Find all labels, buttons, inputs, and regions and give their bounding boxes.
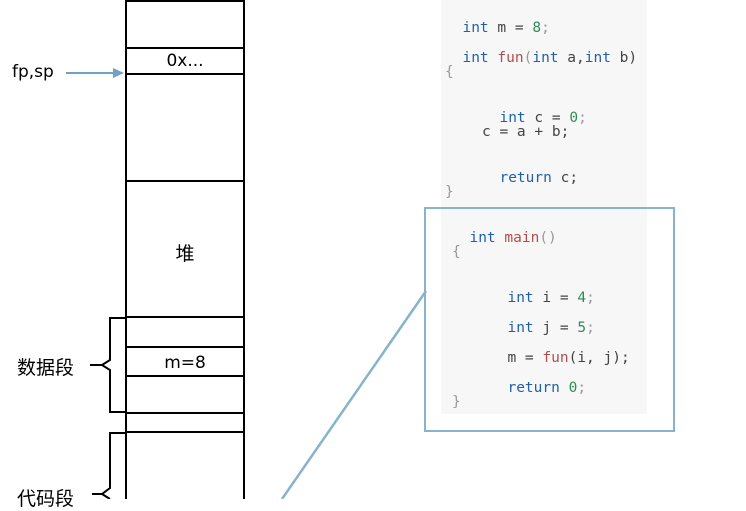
code-text: (i, j); <box>568 350 630 366</box>
code-keyword: int <box>507 320 534 336</box>
code-text: m = <box>507 350 543 366</box>
main-function-box <box>424 207 675 432</box>
code-line-fun-close: } <box>445 184 454 200</box>
code-line-main-open: { <box>452 244 461 260</box>
code-function-name: main <box>504 230 540 246</box>
code-punc: ; <box>578 110 587 126</box>
fp-sp-label: fp,sp <box>12 62 54 82</box>
memory-column <box>125 0 245 499</box>
code-line-fun-open: { <box>445 64 454 80</box>
code-line-main-body-2: int j = 5; <box>490 304 595 336</box>
code-keyword: int <box>469 230 496 246</box>
heap-cell-label: 堆 <box>175 243 195 265</box>
code-text: c; <box>551 170 579 186</box>
code-punc: ; <box>586 290 595 306</box>
code-keyword: int <box>462 20 489 36</box>
code-keyword: return <box>507 380 560 396</box>
data-cell-value: m=8 <box>164 353 206 373</box>
code-function-name: fun <box>542 350 569 366</box>
code-keyword: int <box>462 50 489 66</box>
data-segment-label: 数据段 <box>17 357 75 379</box>
code-segment-brace <box>100 432 125 499</box>
code-keyword: int <box>499 110 526 126</box>
code-punc: () <box>539 230 557 246</box>
code-text: i = <box>533 290 578 306</box>
code-text: m = <box>488 20 533 36</box>
code-line-fun-body-2: c = a + b; <box>482 124 570 140</box>
code-punc: ; <box>586 320 595 336</box>
code-text: a, <box>558 50 585 66</box>
code-line-main-body-3: m = fun(i, j); <box>490 334 630 366</box>
code-punc: ; <box>577 380 587 396</box>
code-number: 4 <box>577 290 587 306</box>
code-text: j = <box>533 320 578 336</box>
code-number: 0 <box>569 110 579 126</box>
code-line-fun-body-3: return c; <box>482 154 578 186</box>
code-text: c = <box>525 110 570 126</box>
code-number: 0 <box>568 380 578 396</box>
code-line-fun-signature: int fun(int a,int b) <box>445 34 637 66</box>
code-keyword: int <box>584 50 611 66</box>
code-line-main-body-1: int i = 4; <box>490 274 595 306</box>
code-number: 5 <box>577 320 587 336</box>
code-punc: ( <box>523 50 533 66</box>
code-line-global-m: int m = 8; <box>445 4 550 36</box>
code-line-main-close: } <box>452 394 461 410</box>
code-function-name: fun <box>497 50 524 66</box>
main-connector-line <box>280 290 428 499</box>
data-segment-brace <box>100 317 125 413</box>
memory-diagram <box>66 0 428 499</box>
code-line-fun-body-1: int c = 0; <box>482 94 587 126</box>
pointer-cell-value: 0x... <box>166 51 204 71</box>
code-line-main-body-4: return 0; <box>490 364 586 396</box>
code-keyword: int <box>507 290 534 306</box>
code-punc: ; <box>541 20 550 36</box>
code-segment-label: 代码段 <box>17 488 75 510</box>
code-keyword: return <box>499 170 552 186</box>
code-number: 8 <box>532 20 542 36</box>
code-text <box>560 380 569 396</box>
code-text: b) <box>610 50 638 66</box>
code-line-main-signature: int main() <box>452 214 557 246</box>
code-keyword: int <box>532 50 559 66</box>
fp-sp-arrow <box>66 68 124 78</box>
